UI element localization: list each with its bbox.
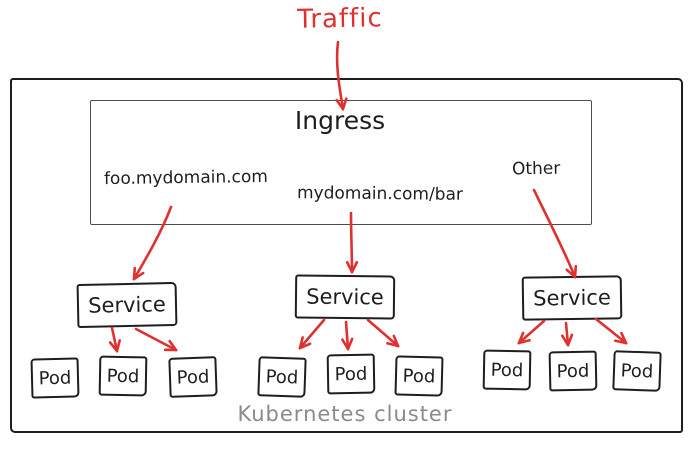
ingress-rule-bar: mydomain.com/bar (296, 183, 464, 205)
ingress-title: Ingress (294, 106, 386, 135)
cluster-label: Kubernetes cluster (237, 402, 453, 426)
traffic-label: Traffic (296, 3, 384, 35)
pod-box-left-3: Pod (168, 356, 218, 398)
service-box-middle: Service (294, 274, 396, 320)
pod-box-right-2: Pod (548, 350, 598, 392)
cluster-boundary-box (10, 78, 683, 433)
ingress-rule-other: Other (511, 158, 561, 180)
pod-box-left-2: Pod (98, 355, 148, 397)
ingress-rule-foo: foo.mydomain.com (103, 166, 269, 190)
pod-box-right-3: Pod (612, 350, 662, 392)
service-box-right: Service (521, 275, 623, 321)
pod-box-middle-3: Pod (394, 355, 444, 397)
pod-box-right-1: Pod (482, 349, 532, 391)
pod-box-middle-2: Pod (326, 353, 376, 395)
service-box-left: Service (76, 281, 178, 329)
pod-box-left-1: Pod (30, 357, 80, 399)
pod-box-middle-1: Pod (257, 356, 307, 398)
